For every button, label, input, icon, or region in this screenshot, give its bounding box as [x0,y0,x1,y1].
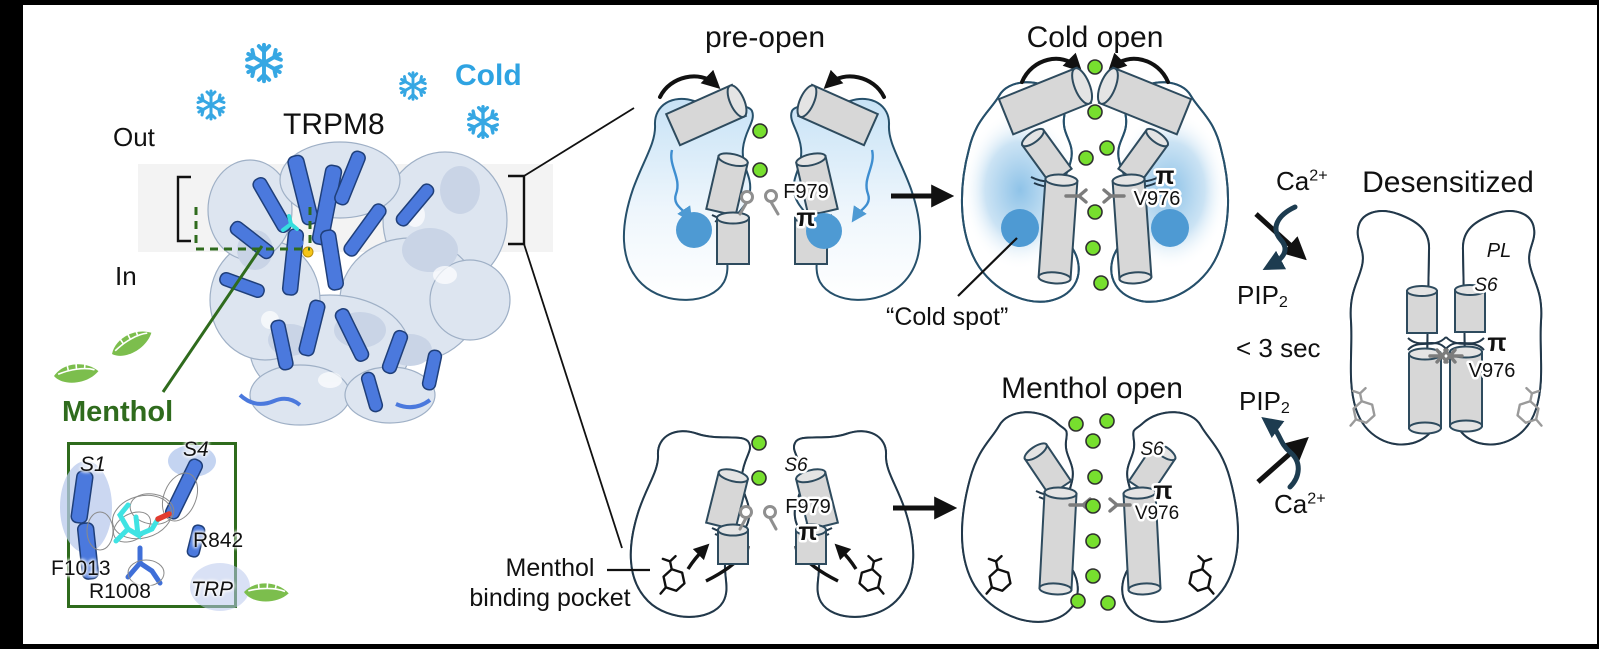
ca-base: Ca [1274,489,1308,519]
mentholclosed-s6-label: S6 [784,455,808,476]
pip-base: PIP [1237,280,1279,310]
coldopen-v976-pins [1064,188,1126,204]
desensitized-title: Desensitized [1362,166,1534,199]
inset-label-s1: S1 [80,453,106,476]
mentholopen-title: Menthol open [1001,372,1183,405]
mentholclosed-helices [704,468,840,565]
pip2-label-bottom: PIP2 [1239,386,1290,417]
trpm8-structure-illustration [207,141,511,426]
inset-density [60,445,250,611]
desens-v976-pins [1428,348,1464,364]
inset-label-r842: R842 [193,529,244,552]
state-preopen-diagram: F979 π [622,69,922,301]
mentholclosed-f979-pins [738,505,778,531]
pip-subscript: 2 [1278,293,1288,311]
time-label: < 3 sec [1236,333,1321,363]
mentholopen-helices [1023,442,1177,596]
mentholclosed-f979-label: F979 [785,496,831,518]
mentholclosed-ions [751,435,767,486]
coldopen-ions [1078,59,1115,291]
inset-label-r1008: R1008 [89,580,151,603]
in-label: In [115,261,137,291]
pocket-annotation-line1: Menthol [505,554,595,582]
coldopen-v976-label: V976 [1134,188,1181,210]
mentholopen-ions [1068,413,1116,611]
preopen-ions [752,123,768,178]
inset-label-f1013: F1013 [51,557,111,580]
inset-label-s4: S4 [183,438,209,461]
protein-title: TRPM8 [283,108,385,141]
coldopen-title: Cold open [1026,21,1164,54]
cold-label: Cold [455,59,522,92]
desens-blobs [1349,210,1543,446]
pip2-label-top: PIP2 [1237,280,1288,311]
state-coldopen-diagram: π V976 [960,52,1230,303]
coldopen-pi-label: π [1155,162,1174,190]
pocket-annotation-line2: binding pocket [469,584,631,612]
mentholopen-v976-label: V976 [1135,503,1179,524]
desens-s6-label: S6 [1474,275,1498,296]
preopen-title: pre-open [704,21,826,54]
ca-superscript: 2+ [1309,166,1328,185]
coldopen-helices [997,66,1193,285]
cold-spot-annotation: “Cold spot” [886,303,1009,331]
state-desensitized-diagram: PL S6 π V976 [1342,210,1550,446]
preopen-f979-pins [738,189,780,216]
pip-subscript: 2 [1280,399,1290,417]
state-mentholopen-diagram: S6 π V976 [961,411,1239,623]
preopen-cold-paths [670,149,874,223]
menthol-inset-illustration [60,445,250,611]
desens-v976-label: V976 [1469,360,1516,382]
desens-pi-label: π [1487,329,1506,357]
ca-label-top: Ca2+ [1276,166,1328,197]
menthol-label: Menthol [62,396,174,428]
ca-superscript: 2+ [1307,489,1326,508]
out-label: Out [113,122,155,152]
coldopen-gate-arrows [1020,52,1170,84]
ca-label-bottom: Ca2+ [1274,489,1326,520]
mentholopen-s6-label: S6 [1140,439,1164,460]
preopen-f979-label: F979 [783,181,829,203]
inset-label-trp: TRP [191,578,233,601]
pocket-annotation: Menthol binding pocket [455,553,645,613]
preopen-gate-arrows [658,69,886,99]
desens-pl-label: PL [1487,240,1511,262]
pip-base: PIP [1239,386,1281,416]
state-mentholclosed-diagram: S6 F979 π [629,430,915,618]
mentholclosed-pi-label: π [798,518,817,546]
mentholopen-pi-label: π [1153,477,1172,505]
preopen-cold-spots [676,212,842,249]
preopen-pi-label: π [796,204,815,232]
menthol-inset: S1 S4 R842 F1013 R1008 TRP [51,438,250,611]
ca-base: Ca [1276,166,1310,196]
preopen-helices [664,83,880,265]
